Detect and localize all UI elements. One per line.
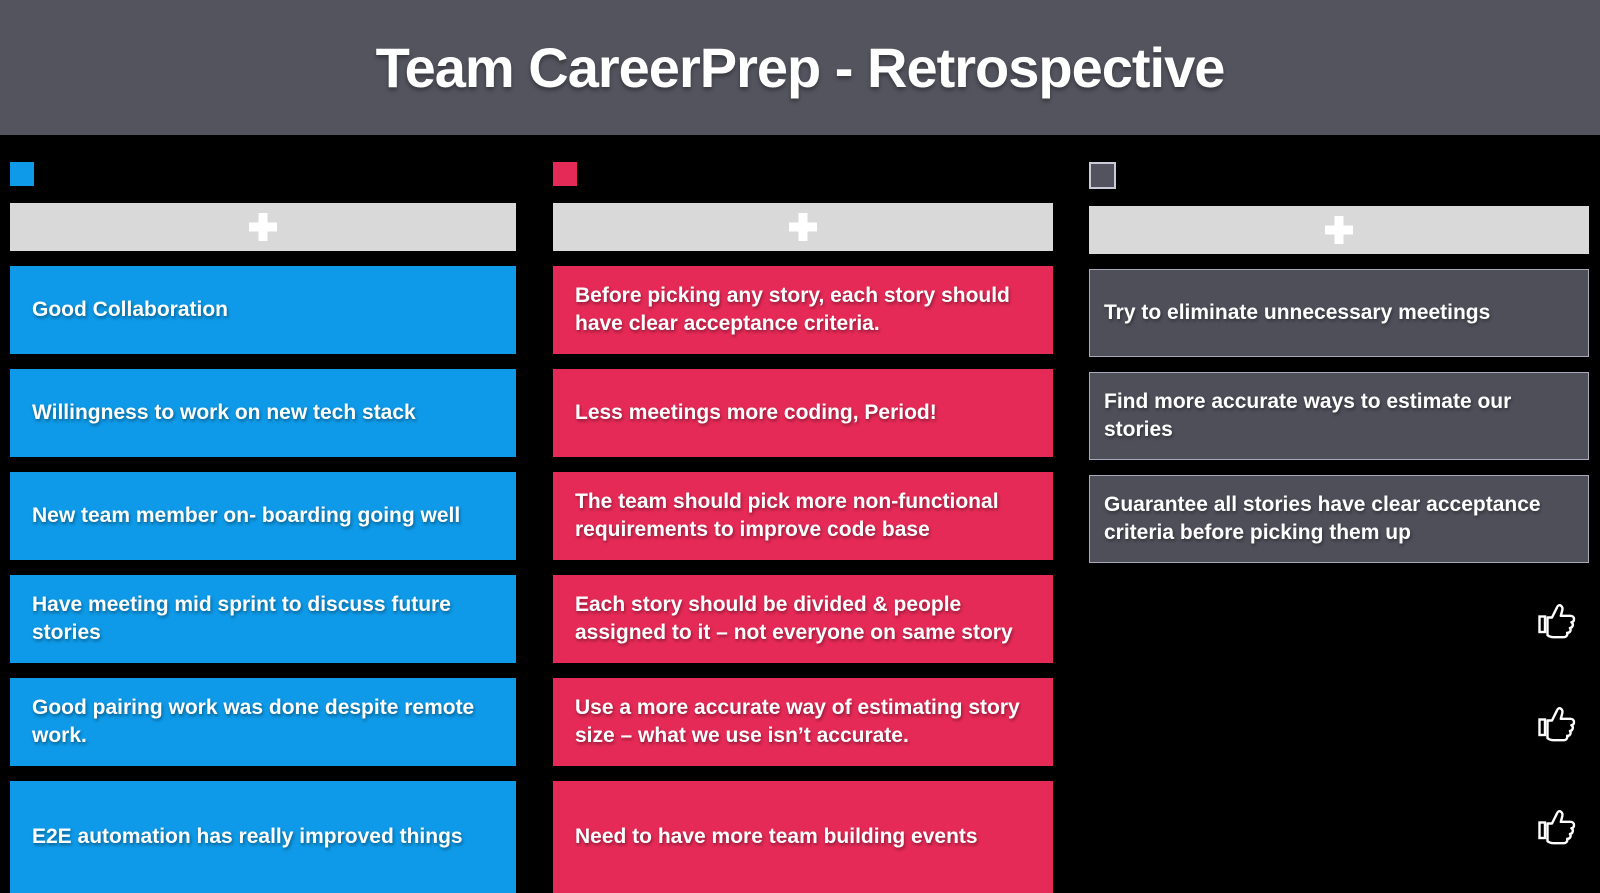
card-text: Guarantee all stories have clear accepta… — [1104, 493, 1541, 544]
card-text: Try to eliminate unnecessary meetings — [1104, 301, 1491, 324]
card-text: Willingness to work on new tech stack — [32, 401, 416, 424]
vote-row — [1089, 681, 1589, 769]
retro-card[interactable]: Use a more accurate way of estimating st… — [553, 678, 1053, 766]
column-color-swatch — [553, 162, 577, 186]
plus-icon — [249, 213, 277, 241]
thumbs-up-icon[interactable] — [1537, 706, 1577, 744]
card-text: Each story should be divided & people as… — [575, 593, 1013, 644]
retro-card[interactable]: New team member on- boarding going well — [10, 472, 516, 560]
retro-card[interactable]: Need to have more team building events — [553, 781, 1053, 893]
thumbs-up-icon[interactable] — [1537, 809, 1577, 847]
retro-card[interactable]: E2E automation has really improved thing… — [10, 781, 516, 893]
retro-card[interactable]: Before picking any story, each story sho… — [553, 266, 1053, 354]
vote-row — [1089, 784, 1589, 872]
retro-card[interactable]: Have meeting mid sprint to discuss futur… — [10, 575, 516, 663]
page-title: Team CareerPrep - Retrospective — [375, 36, 1226, 99]
retro-card[interactable]: The team should pick more non-functional… — [553, 472, 1053, 560]
plus-icon — [1325, 216, 1353, 244]
retro-card[interactable]: Willingness to work on new tech stack — [10, 369, 516, 457]
retro-card[interactable]: Less meetings more coding, Period! — [553, 369, 1053, 457]
add-card-button[interactable] — [1089, 206, 1589, 254]
card-text: Need to have more team building events — [575, 825, 978, 848]
thumbs-up-icon[interactable] — [1537, 603, 1577, 641]
retro-card[interactable]: Good pairing work was done despite remot… — [10, 678, 516, 766]
card-text: New team member on- boarding going well — [32, 504, 461, 527]
column-color-swatch — [1089, 162, 1116, 189]
card-text: Find more accurate ways to estimate our … — [1104, 390, 1512, 441]
card-text: Good pairing work was done despite remot… — [32, 696, 475, 747]
plus-icon — [789, 213, 817, 241]
card-text: The team should pick more non-functional… — [575, 490, 999, 541]
retro-card[interactable]: Guarantee all stories have clear accepta… — [1089, 475, 1589, 563]
retro-board: Good Collaboration Willingness to work o… — [0, 135, 1600, 893]
retro-card[interactable]: Try to eliminate unnecessary meetings — [1089, 269, 1589, 357]
column-action-items: Try to eliminate unnecessary meetings Fi… — [1089, 135, 1589, 893]
card-text: Have meeting mid sprint to discuss futur… — [32, 593, 451, 644]
card-text: E2E automation has really improved thing… — [32, 825, 463, 848]
vote-row — [1089, 578, 1589, 666]
retro-card[interactable]: Good Collaboration — [10, 266, 516, 354]
add-card-button[interactable] — [10, 203, 516, 251]
card-text: Before picking any story, each story sho… — [575, 284, 1010, 335]
card-text: Less meetings more coding, Period! — [575, 401, 937, 424]
add-card-button[interactable] — [553, 203, 1053, 251]
card-text: Use a more accurate way of estimating st… — [575, 696, 1020, 747]
retro-card[interactable]: Each story should be divided & people as… — [553, 575, 1053, 663]
card-text: Good Collaboration — [32, 298, 228, 321]
app-header: Team CareerPrep - Retrospective — [0, 0, 1600, 135]
retro-card[interactable]: Find more accurate ways to estimate our … — [1089, 372, 1589, 460]
column-went-well: Good Collaboration Willingness to work o… — [10, 135, 516, 893]
column-color-swatch — [10, 162, 34, 186]
column-to-improve: Before picking any story, each story sho… — [553, 135, 1053, 893]
